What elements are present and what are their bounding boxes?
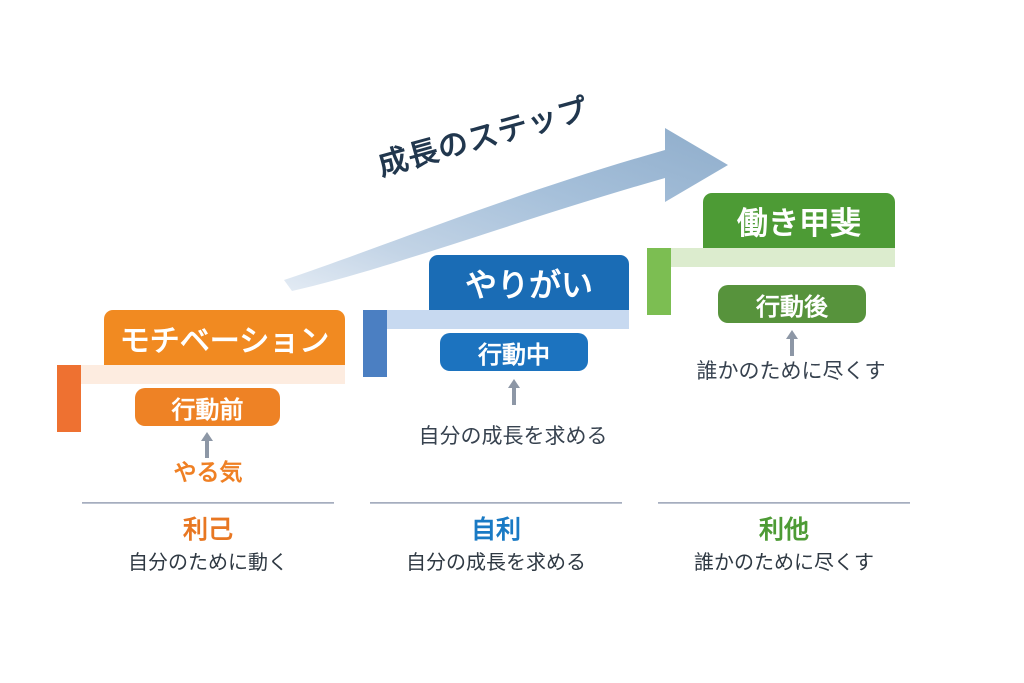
up-arrow-icon	[201, 432, 213, 458]
legend-divider	[370, 502, 622, 504]
step-pill-label: 行動後	[756, 293, 828, 321]
step-title-label: モチベーション	[119, 324, 330, 358]
step-title-worthwhile: やりがい	[429, 255, 629, 310]
step-caption-worthwhile: 自分の成長を求める	[418, 425, 608, 448]
legend-subtitle-rita: 誰かのために尽くす	[694, 552, 874, 574]
step-pill-label: 行動中	[478, 341, 550, 369]
legend-divider	[658, 502, 910, 504]
step-pill-label: 行動前	[171, 396, 244, 424]
legend-title-riko: 利己	[182, 516, 234, 544]
step-title-label: 働き甲斐	[737, 206, 861, 241]
step-band-motivation	[81, 365, 345, 384]
step-band-worthwhile	[387, 310, 629, 329]
step-caption-fulfillment: 誰かのために尽くす	[696, 360, 886, 383]
up-arrow-icon	[786, 330, 798, 356]
legend-divider	[82, 502, 334, 504]
step-band-fulfillment	[671, 248, 895, 267]
legend-subtitle-jiri: 自分の成長を求める	[406, 552, 586, 574]
step-title-motivation: モチベーション	[104, 310, 345, 365]
legend-title-rita: 利他	[758, 516, 810, 544]
legend-title-jiri: 自利	[470, 516, 522, 544]
growth-arrow-label: 成長のステップ	[374, 92, 593, 183]
step-caption-motivation: やる気	[173, 459, 243, 485]
step-pill-worthwhile: 行動中	[440, 333, 588, 371]
step-pill-motivation: 行動前	[135, 388, 280, 426]
step-pill-fulfillment: 行動後	[718, 285, 866, 323]
step-title-label: やりがい	[464, 266, 593, 303]
step-title-fulfillment: 働き甲斐	[703, 193, 895, 248]
up-arrow-icon	[508, 379, 520, 405]
legend-subtitle-riko: 自分のために動く	[128, 552, 288, 574]
